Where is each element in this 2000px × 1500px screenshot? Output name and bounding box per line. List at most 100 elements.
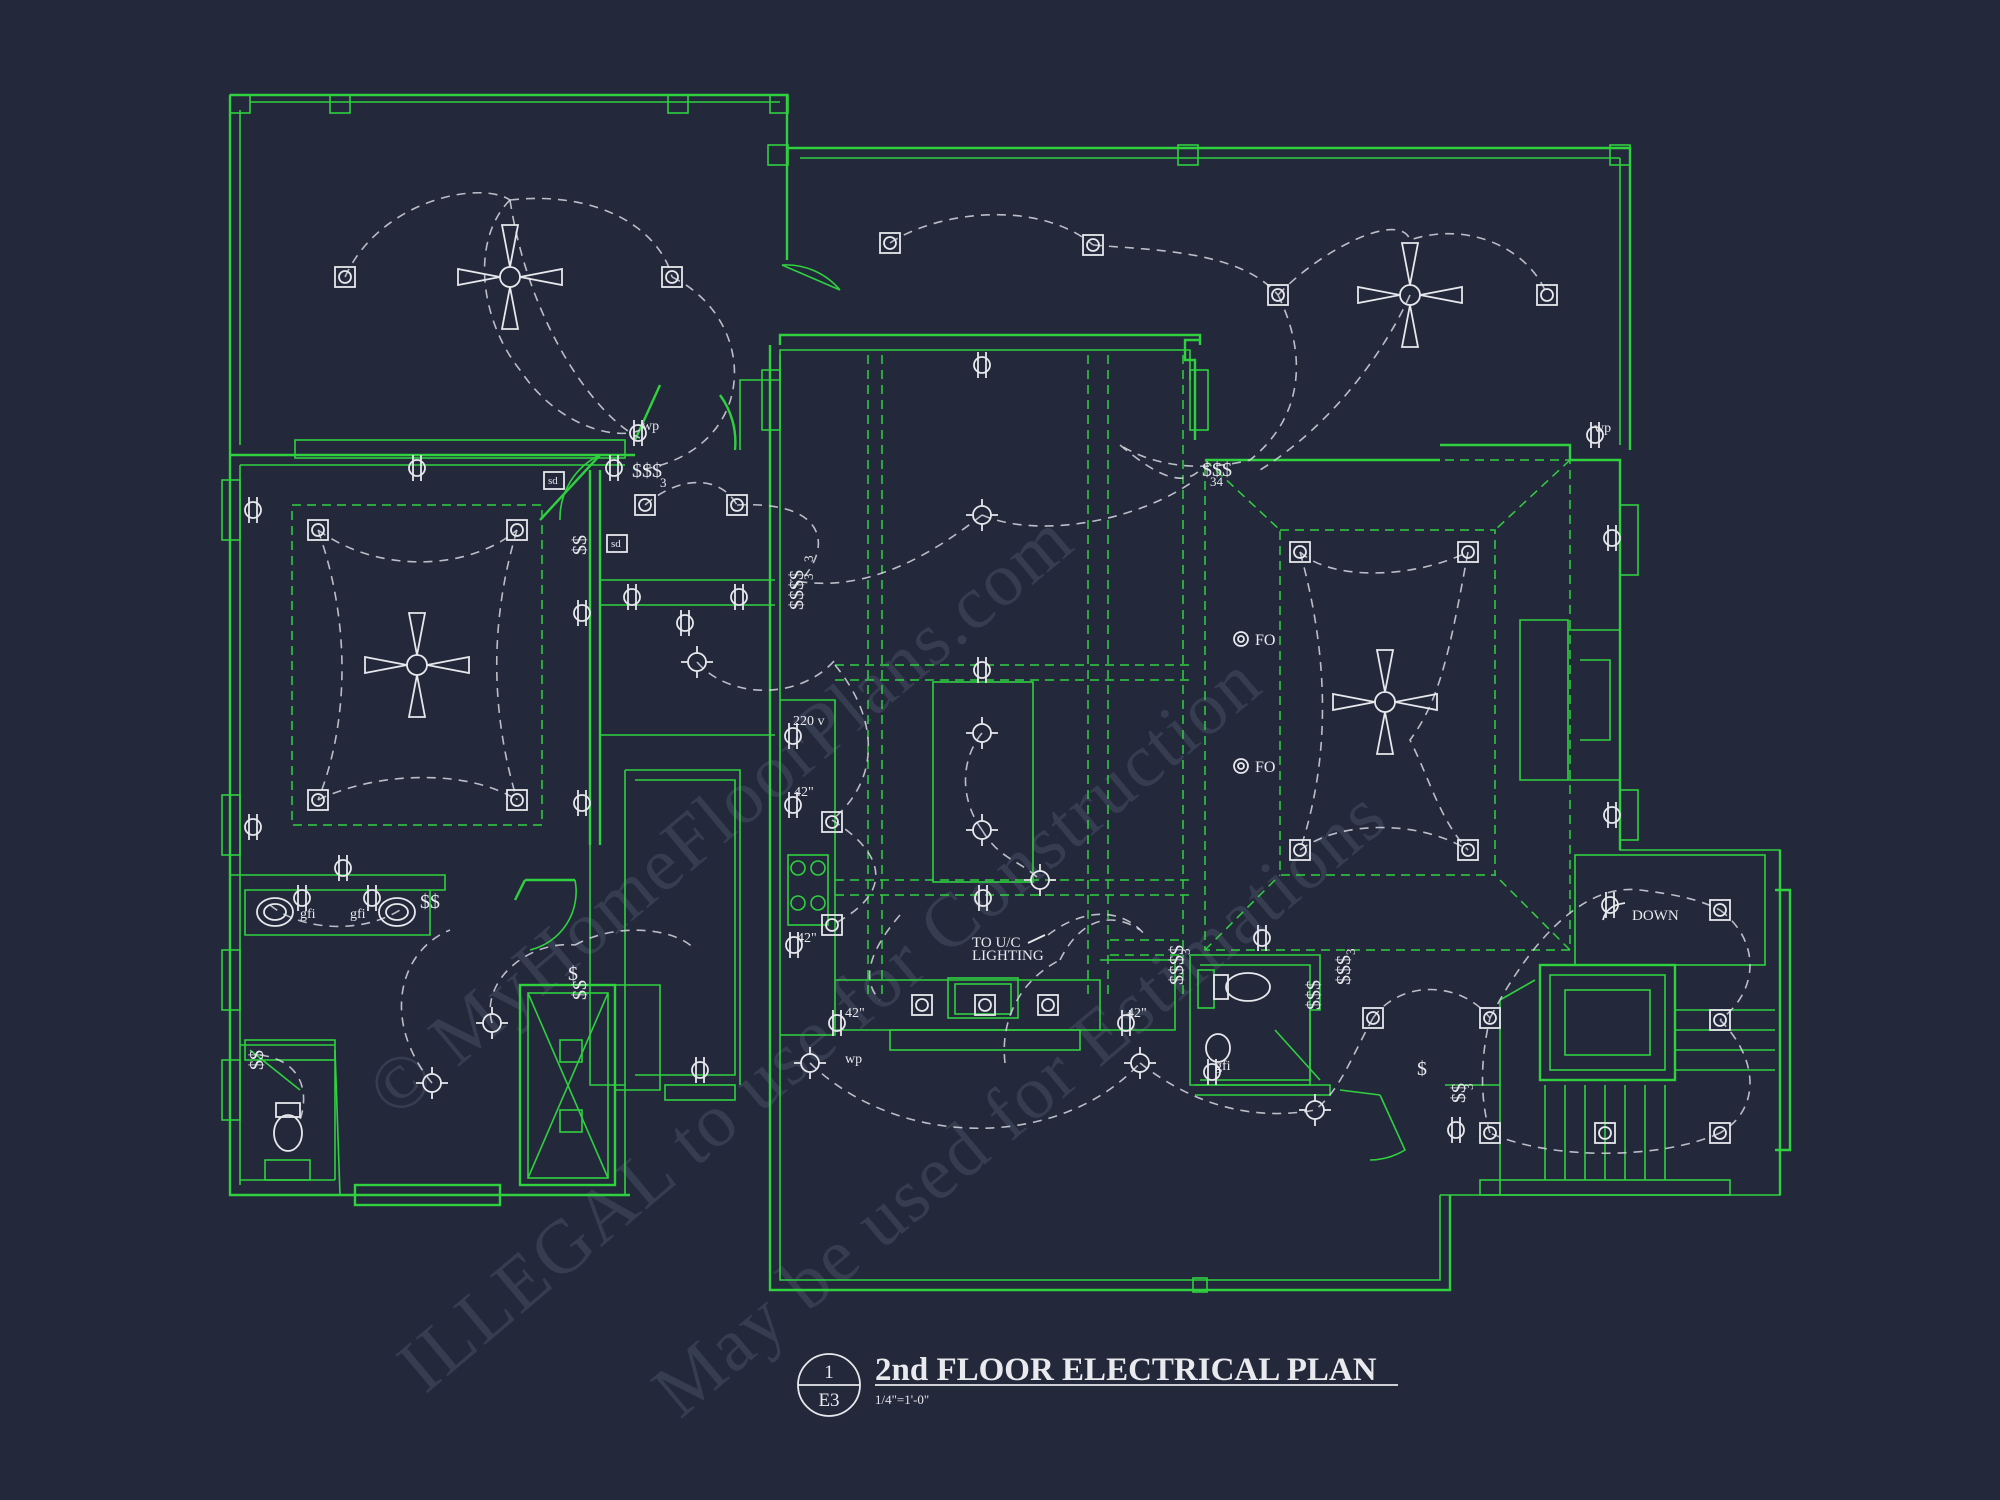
- gfi-label: gfi: [350, 907, 366, 922]
- plan-title: 2nd FLOOR ELECTRICAL PLAN: [875, 1352, 1377, 1388]
- height-label: 42": [794, 785, 814, 800]
- outlet-icon: [1203, 1059, 1221, 1085]
- switch-label: $: [1417, 1058, 1427, 1080]
- outlet-icon: [1603, 802, 1621, 828]
- switch-label: 3: [1343, 949, 1358, 956]
- outlet-icon: [973, 352, 991, 378]
- plan-scale: 1/4"=1'-0": [875, 1392, 929, 1407]
- 220v-label: 220 v: [793, 714, 825, 729]
- plumbing-fixtures: [256, 897, 1271, 1152]
- walls: [221, 93, 1792, 1293]
- switch-label: 3: [660, 475, 667, 490]
- recessed-light-icon: [1479, 1122, 1501, 1144]
- ceiling-light-icon: [794, 1047, 826, 1079]
- gfi-label: gfi: [300, 907, 316, 922]
- switch-label: $$: [569, 980, 591, 1000]
- outlet-icon: [408, 455, 426, 481]
- ceiling-light-icon: [1024, 864, 1056, 896]
- recessed-light-icon: [879, 232, 901, 254]
- switch-label: $$$: [1333, 955, 1355, 985]
- outlet-icon: [1586, 422, 1604, 448]
- ceiling-light-icon: [476, 1007, 508, 1039]
- outlet-icon: [785, 932, 803, 958]
- outlet-icon: [676, 610, 694, 636]
- outlet-icon: [334, 855, 352, 881]
- ceiling-fans: [364, 224, 1463, 755]
- switch-label: $$: [246, 1050, 268, 1070]
- recessed-light-icon: [1709, 1009, 1731, 1031]
- recessed-light-icon: [307, 519, 329, 541]
- outlet-icon: [1603, 525, 1621, 551]
- ceiling-light-icon: [966, 814, 998, 846]
- outlet-icon: [244, 497, 262, 523]
- ceiling-light-icon: [1124, 1047, 1156, 1079]
- circuits: [259, 192, 1751, 1155]
- recessed-light-icon: [1457, 541, 1479, 563]
- down-label: DOWN: [1632, 908, 1679, 924]
- ceiling-light-icon: [681, 646, 713, 678]
- title-block: 1 E3 2nd FLOOR ELECTRICAL PLAN 1/4"=1'-0…: [797, 1352, 1398, 1417]
- recessed-light-icon: [1479, 1007, 1501, 1029]
- toilet-icon: [1213, 972, 1271, 1002]
- recessed-light-icon: [1709, 1122, 1731, 1144]
- height-label: 42": [797, 931, 817, 946]
- recessed-light-icon: [911, 994, 933, 1016]
- fan-icon: [364, 612, 470, 718]
- recessed-light-icon: [1709, 899, 1731, 921]
- recessed-light-icon: [1457, 839, 1479, 861]
- fan-icon: [457, 224, 563, 330]
- outlet-icon: [244, 814, 262, 840]
- outlet-icon: [828, 1010, 846, 1036]
- switch-label: 34: [1210, 474, 1224, 489]
- outlet-icon: [293, 885, 311, 911]
- recessed-light-icon: [726, 494, 748, 516]
- recessed-light-icon: [1289, 541, 1311, 563]
- outlet-icon: [1447, 1117, 1465, 1143]
- outlet-icon: [623, 584, 641, 610]
- outlet-icon: [363, 885, 381, 911]
- recessed-light-icon: [334, 266, 356, 288]
- switch-label: 3: [801, 574, 816, 581]
- switch-label: 3: [801, 556, 816, 563]
- recessed-light-icon: [1267, 284, 1289, 306]
- recessed-light-icon: [1082, 234, 1104, 256]
- height-label: 42": [1127, 1006, 1147, 1021]
- ceiling-light-icon: [1299, 1094, 1331, 1126]
- switch-label: $$$$: [1166, 945, 1188, 985]
- outlet-icon: [973, 657, 991, 683]
- soffits: [291, 355, 1571, 1000]
- recessed-light-icon: [821, 811, 843, 833]
- smoke-detector-icon: [606, 534, 628, 553]
- outlet-icon: [730, 584, 748, 610]
- outlet-icon: [1117, 1010, 1135, 1036]
- watermark-line-1: © MyHomeFloorPlans.com: [352, 496, 1089, 1133]
- recessed-light-icon: [307, 789, 329, 811]
- sink-icon: [1205, 1033, 1231, 1063]
- recessed-light-icon: [1536, 284, 1558, 306]
- fo-label: FO: [1255, 759, 1275, 776]
- switch-label: $: [568, 963, 578, 985]
- outlet-icon: [573, 600, 591, 626]
- outlet-icon: [691, 1057, 709, 1083]
- recessed-light-icon: [634, 494, 656, 516]
- uc-lighting-label: LIGHTING: [972, 948, 1044, 964]
- height-label: 42": [845, 1006, 865, 1021]
- outlet-icon: [605, 455, 623, 481]
- switch-label: 3: [1178, 949, 1193, 956]
- fo-label: FO: [1255, 632, 1275, 649]
- outlet-icon: [784, 792, 802, 818]
- gfi-label: gfi: [1215, 1059, 1231, 1074]
- switch-label: $$: [420, 891, 440, 913]
- ceiling-light-icon: [416, 1067, 448, 1099]
- smoke-detector-icon: [543, 471, 565, 490]
- switch-label: $$$$: [786, 570, 808, 610]
- surface-lights: [416, 499, 1331, 1126]
- sd-label: sd: [548, 475, 558, 487]
- outlet-icon: [573, 790, 591, 816]
- sink-icon: [256, 897, 416, 927]
- ceiling-light-icon: [966, 717, 998, 749]
- toilet-icon: [273, 1102, 303, 1152]
- wp-label: wp: [642, 419, 659, 434]
- outlet-icon: [974, 885, 992, 911]
